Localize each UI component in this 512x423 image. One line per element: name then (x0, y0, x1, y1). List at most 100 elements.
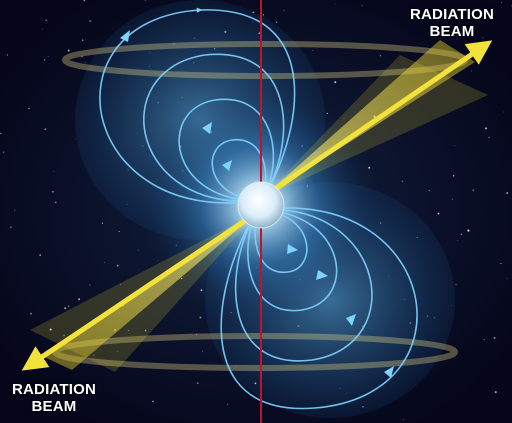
star-dot (334, 81, 337, 84)
star-dot (119, 283, 121, 285)
star-dot (49, 328, 52, 331)
neutron-star-icon (237, 181, 285, 229)
arrow-icon (120, 30, 130, 42)
star-dot (81, 39, 84, 41)
lower-beam-label-line1: RADIATION (11, 381, 96, 398)
star-dot (460, 233, 463, 236)
star-dot (2, 151, 5, 153)
star-dot (28, 107, 30, 110)
star-dot (402, 418, 404, 420)
star-dot (472, 189, 475, 192)
star-dot (44, 59, 46, 61)
star-dot (101, 222, 104, 224)
star-dot (103, 262, 105, 263)
star-dot (226, 403, 228, 405)
star-dot (144, 0, 146, 1)
star-dot (44, 128, 46, 130)
arrow-icon (316, 270, 328, 280)
star-dot (201, 350, 203, 352)
star-dot (83, 0, 86, 2)
upper-beam-cone (262, 40, 475, 198)
star-dot (454, 145, 456, 147)
star-dot (63, 334, 66, 337)
star-dot (506, 278, 508, 280)
star-dot (312, 49, 314, 51)
star-dot (401, 180, 404, 183)
star-dot (64, 307, 67, 310)
star-dot (41, 28, 43, 30)
upper-field-lines (99, 7, 296, 204)
star-dot (500, 1, 502, 3)
star-dot (452, 175, 455, 177)
star-dot (89, 20, 92, 23)
star-dot (343, 118, 345, 120)
star-dot (500, 262, 502, 264)
arrow-icon (384, 366, 394, 378)
star-dot (30, 313, 32, 315)
star-dot (67, 49, 70, 52)
star-dot (6, 54, 9, 56)
star-dot (503, 111, 504, 113)
star-dot (379, 55, 381, 57)
star-dot (93, 354, 95, 356)
star-dot (262, 14, 265, 16)
star-dot (199, 316, 202, 319)
star-dot (117, 350, 119, 352)
star-dot (334, 2, 336, 4)
star-dot (144, 329, 147, 332)
star-dot (39, 254, 42, 257)
star-dot (470, 70, 472, 72)
star-dot (67, 305, 70, 307)
star-dot (138, 249, 139, 251)
star-dot (494, 391, 497, 394)
star-dot (51, 190, 54, 193)
star-dot (118, 230, 120, 232)
star-dot (9, 226, 12, 229)
upper-beam-label: RADIATION BEAM (402, 6, 502, 40)
upper-beam-arrow (260, 40, 493, 201)
arrow-icon (287, 244, 298, 254)
star-dot (467, 229, 470, 232)
lower-field-lines (220, 207, 418, 410)
star-dot (47, 56, 49, 57)
star-dot (428, 190, 430, 192)
star-dot (81, 55, 83, 58)
star-dot (45, 19, 47, 21)
star-dot (53, 170, 55, 172)
star-dot (116, 264, 119, 267)
upper-beam-label-line1: RADIATION (409, 6, 494, 23)
star-dot (196, 382, 199, 385)
star-dot (74, 138, 76, 140)
star-dot (457, 240, 459, 241)
star-dot (483, 338, 485, 341)
star-dot (455, 283, 457, 285)
star-dot (89, 284, 91, 286)
arrow-icon (202, 122, 212, 134)
star-dot (510, 5, 512, 7)
star-dot (361, 5, 363, 7)
star-dot (195, 334, 197, 335)
star-dot (78, 298, 80, 300)
star-dot (482, 37, 484, 39)
star-dot (493, 336, 496, 339)
arrow-icon (222, 160, 232, 171)
lower-beam-arrow (21, 209, 260, 371)
field-direction-arrows (120, 30, 394, 378)
star-dot (283, 9, 285, 11)
star-dot (55, 201, 57, 203)
lower-beam-label: RADIATION BEAM (4, 381, 104, 415)
star-dot (484, 127, 488, 130)
arrow-icon (346, 314, 356, 326)
star-dot (0, 133, 2, 135)
upper-beam-label-line2: BEAM (429, 23, 475, 40)
star-dot (74, 411, 75, 412)
star-dot (152, 400, 154, 403)
star-dot (84, 62, 86, 64)
lower-beam-label-line2: BEAM (31, 398, 77, 415)
star-dot (488, 136, 490, 139)
star-dot (276, 21, 278, 23)
star-dot (128, 330, 130, 331)
star-dot (437, 212, 440, 215)
star-dot (506, 192, 509, 194)
